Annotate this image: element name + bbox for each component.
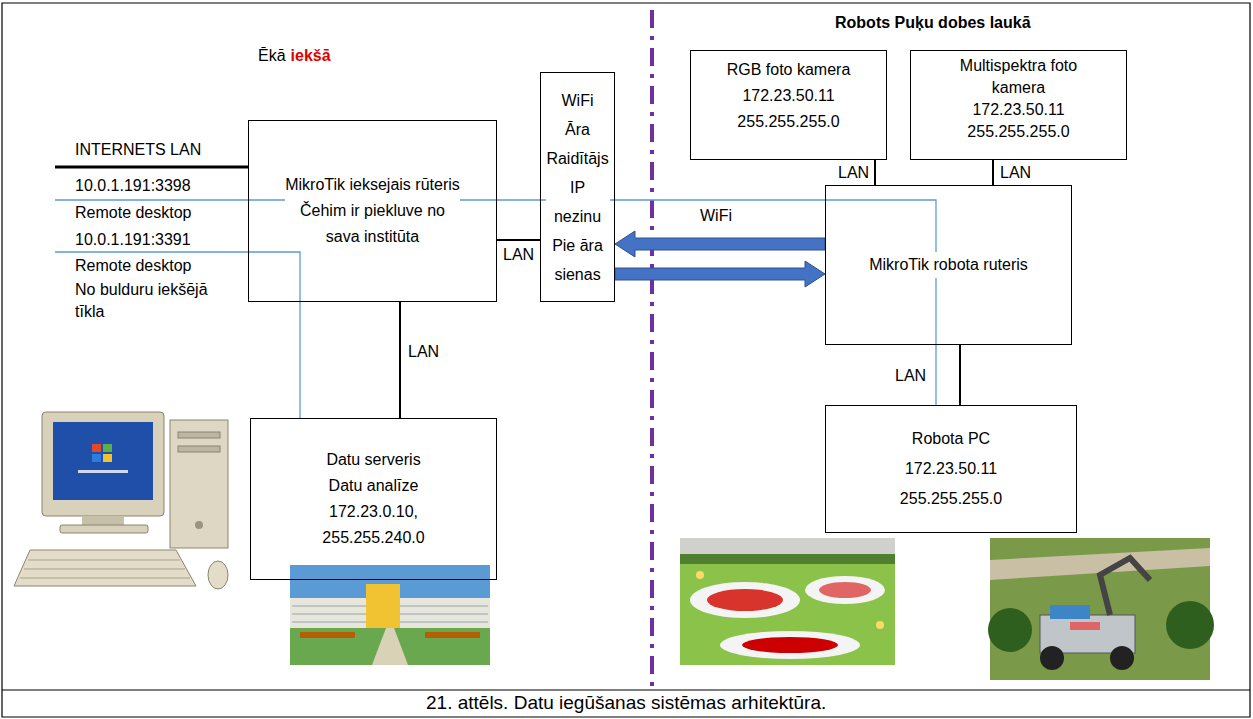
cable-line [992, 160, 994, 185]
device-detail: 172.23.50.11 [972, 99, 1064, 121]
internet-line [55, 166, 248, 169]
network-device-box: Datu serverisDatu analīze172.23.0.10,255… [250, 418, 497, 580]
network-device-box: RGB foto kamera172.23.50.11255.255.255.0 [690, 50, 887, 160]
device-detail: Datu analīze [329, 473, 419, 499]
block-arrow [615, 231, 825, 257]
device-name: Robota PC [912, 424, 990, 454]
computer-illustration [14, 412, 228, 589]
note-label: INTERNETS LAN [75, 140, 201, 160]
edge-label: LAN [503, 245, 534, 265]
robot-photo [988, 538, 1214, 680]
network-device-box: Multispektra foto kamera172.23.50.11255.… [910, 50, 1127, 160]
edge-label: WiFi [700, 206, 732, 226]
remote-desktop-line [55, 252, 300, 418]
lan-cable [400, 302, 401, 418]
cable-line [399, 302, 401, 418]
device-detail: 255.255.240.0 [322, 525, 424, 551]
device-detail: 172.23.50.11 [742, 83, 834, 109]
flower-bed-photo [680, 538, 895, 665]
device-name: MikroTik ieksejais rūteris [285, 172, 460, 198]
device-detail: 172.23.50.11 [905, 454, 997, 484]
device-detail: Pie āra sienas [546, 231, 610, 289]
network-device-box: MikroTik ieksejais rūterisČehim ir piekl… [248, 120, 497, 302]
device-detail: IP nezinu [546, 173, 610, 231]
network-device-box: MikroTik robota ruteris [825, 185, 1072, 345]
device-detail: Čehim ir piekluve no sava institūta [285, 198, 460, 250]
note-label: Remote desktop [75, 203, 192, 223]
device-detail: 172.23.0.10, [329, 499, 418, 525]
note-label: Ēkā [258, 46, 286, 66]
note-label: 10.0.1.191:3391 [75, 230, 191, 250]
figure-frame [2, 3, 1250, 717]
note-label: No bulduru iekšējā tīkla [75, 279, 225, 323]
edge-label: LAN [1000, 163, 1031, 183]
lan-cable [960, 345, 961, 405]
edge-label: LAN [895, 366, 926, 386]
network-device-box: Robota PC172.23.50.11255.255.255.0 [825, 405, 1077, 533]
edge-label: LAN [838, 163, 869, 183]
device-detail: 255.255.255.0 [967, 121, 1069, 143]
device-name: MikroTik robota ruteris [869, 252, 1028, 278]
wifi-link-arrow [615, 231, 825, 257]
building-photo [290, 565, 490, 665]
note-label: 10.0.1.191:3398 [75, 176, 191, 196]
cable-line [497, 239, 540, 241]
note-label: Remote desktop [75, 256, 192, 276]
device-name: WiFi [562, 86, 594, 115]
lan-cable [993, 160, 994, 185]
network-device-box: WiFiĀra RaidītājsIP nezinuPie āra sienas [540, 72, 615, 302]
cable-line [874, 160, 876, 185]
note-label: Robots Puķu dobes laukā [835, 13, 1031, 33]
device-name: Datu serveris [326, 447, 420, 473]
edge-label: LAN [408, 342, 439, 362]
device-name: RGB foto kamera [727, 57, 851, 83]
remote-desktop-line [55, 200, 936, 405]
note-label: iekšā [291, 46, 331, 66]
device-detail: 255.255.255.0 [900, 484, 1002, 514]
cable-line [959, 345, 961, 405]
boundary-line [650, 10, 654, 688]
device-name: Multispektra foto kamera [944, 55, 1094, 99]
device-detail: 255.255.255.0 [737, 109, 839, 135]
wifi-link-arrow [615, 261, 825, 287]
block-arrow [615, 261, 825, 287]
lan-cable [497, 240, 540, 241]
figure-caption: 21. attēls. Datu iegūšanas sistēmas arhi… [426, 692, 826, 714]
lan-cable [875, 160, 876, 185]
device-detail: Āra Raidītājs [546, 115, 610, 173]
